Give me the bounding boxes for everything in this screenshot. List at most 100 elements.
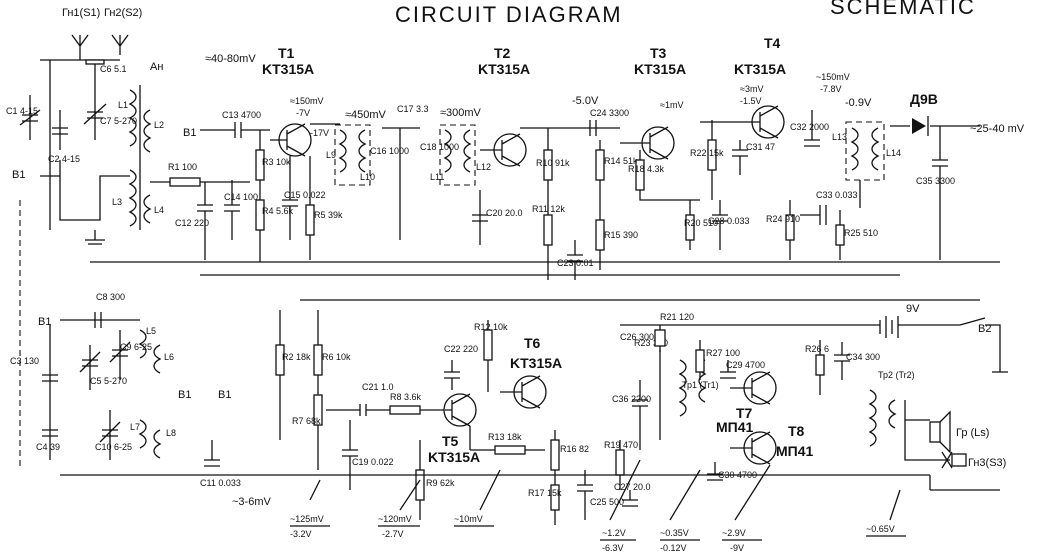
svg-text:9V: 9V — [906, 303, 920, 315]
svg-text:C35 3300: C35 3300 — [916, 176, 955, 186]
antenna-s1: Гн1(S1) — [62, 7, 100, 60]
svg-text:~2.9V: ~2.9V — [722, 528, 746, 538]
output-stage: C36 2200 R19 470 C27 20.0 Тр1 (Tr1) C26 … — [604, 332, 915, 507]
svg-text:T7: T7 — [736, 405, 753, 421]
detector-stage: L13 L14 -0.9V Д9В C33 0.033 R25 510 C35 … — [800, 91, 1025, 260]
svg-text:-6.3V: -6.3V — [602, 543, 624, 553]
svg-text:R24 910: R24 910 — [766, 214, 800, 224]
svg-text:Ан: Ан — [150, 61, 163, 73]
svg-text:L5: L5 — [146, 326, 156, 336]
power-supply: 9V B2 R21 120 — [620, 303, 1008, 461]
svg-text:~1.2V: ~1.2V — [602, 528, 626, 538]
svg-text:~120mV: ~120mV — [378, 514, 412, 524]
t3-stage: T3 KT315A ≈1mV R18 4.3k R20 510 C28 0.03… — [620, 45, 750, 250]
svg-text:R3 10k: R3 10k — [262, 157, 291, 167]
svg-text:≈300mV: ≈300mV — [440, 107, 482, 119]
svg-text:≈3mV: ≈3mV — [740, 84, 763, 94]
svg-text:-1.5V: -1.5V — [740, 96, 762, 106]
svg-text:~0.65V: ~0.65V — [866, 524, 895, 534]
svg-text:B1: B1 — [183, 127, 196, 139]
svg-text:~10mV: ~10mV — [454, 514, 483, 524]
svg-text:Гн1(S1): Гн1(S1) — [62, 7, 100, 19]
svg-text:C29 4700: C29 4700 — [726, 360, 765, 370]
svg-text:R12 10k: R12 10k — [474, 322, 508, 332]
if-transformer-1: L9 ≈450mV C16 1000 L10 C17 3.3 — [310, 104, 429, 240]
svg-text:R5 39k: R5 39k — [314, 210, 343, 220]
svg-text:C22 220: C22 220 — [444, 344, 478, 354]
svg-text:R27 100: R27 100 — [706, 348, 740, 358]
svg-text:T5: T5 — [442, 433, 459, 449]
svg-text:≈1mV: ≈1mV — [660, 100, 683, 110]
svg-text:R1 100: R1 100 — [168, 162, 197, 172]
antenna-s2: Гн2(S2) — [104, 7, 142, 55]
svg-text:C33 0.033: C33 0.033 — [816, 190, 858, 200]
svg-text:L10: L10 — [360, 172, 375, 182]
svg-text:R15 390: R15 390 — [604, 230, 638, 240]
if-transformer-2: C18 1000 L11 ≈300mV L12 T2 KT315A C20 20… — [420, 45, 530, 245]
svg-text:L4: L4 — [154, 205, 164, 215]
svg-text:Д9В: Д9В — [910, 91, 938, 107]
svg-text:KT315A: KT315A — [634, 61, 686, 77]
svg-text:R9 62k: R9 62k — [426, 478, 455, 488]
svg-text:T4: T4 — [764, 35, 781, 51]
svg-text:L3: L3 — [112, 197, 122, 207]
svg-text:R8 3.6k: R8 3.6k — [390, 392, 422, 402]
svg-text:~150mV: ~150mV — [816, 72, 850, 82]
t2-bias: -5.0V R10 91k R11 12k C23 0.01 C24 3300 … — [520, 95, 638, 280]
signal-bus-lines — [200, 274, 980, 301]
svg-text:B1: B1 — [218, 389, 231, 401]
svg-text:L13: L13 — [832, 132, 847, 142]
svg-text:R2 18k: R2 18k — [282, 352, 311, 362]
svg-text:~25-40 mV: ~25-40 mV — [970, 123, 1025, 135]
svg-text:C13 4700: C13 4700 — [222, 110, 261, 120]
svg-text:C20 20.0: C20 20.0 — [486, 208, 523, 218]
svg-text:B1: B1 — [38, 316, 51, 328]
svg-text:-5.0V: -5.0V — [572, 95, 599, 107]
t4-stage: T4 KT315A ≈3mV -1.5V R22 15k C31 47 R24 … — [690, 35, 850, 260]
svg-text:-7V: -7V — [296, 108, 310, 118]
svg-text:C9 6-25: C9 6-25 — [120, 342, 152, 352]
svg-text:C4 39: C4 39 — [36, 442, 60, 452]
t1-stage: B1 C13 4700 T1 KT315A ≈150mV -7V -17V R3… — [183, 45, 343, 262]
svg-text:C26 300: C26 300 — [620, 332, 654, 342]
svg-text:C15 0.022: C15 0.022 — [284, 190, 326, 200]
svg-text:-0.9V: -0.9V — [845, 97, 872, 109]
svg-text:L1: L1 — [118, 100, 128, 110]
svg-text:B1: B1 — [178, 389, 191, 401]
svg-text:KT315A: KT315A — [428, 449, 480, 465]
svg-text:C6 5.1: C6 5.1 — [100, 64, 127, 74]
svg-text:C5 5-270: C5 5-270 — [90, 376, 127, 386]
svg-text:-7.8V: -7.8V — [820, 84, 842, 94]
svg-text:C7 5-270: C7 5-270 — [100, 116, 137, 126]
svg-text:R10 91k: R10 91k — [536, 158, 570, 168]
svg-text:C27 20.0: C27 20.0 — [614, 482, 651, 492]
svg-text:L9: L9 — [326, 150, 336, 160]
svg-text:≈40-80mV: ≈40-80mV — [205, 53, 256, 65]
volume-stage: R2 18k R6 10k R7 68k — [275, 310, 360, 470]
svg-text:C19 0.022: C19 0.022 — [352, 457, 394, 467]
svg-text:C24 3300: C24 3300 — [590, 108, 629, 118]
svg-text:T8: T8 — [788, 423, 805, 439]
svg-text:C11 0.033: C11 0.033 — [200, 478, 241, 488]
svg-text:Тр1 (Tr1): Тр1 (Tr1) — [682, 380, 719, 390]
svg-text:≈150mV: ≈150mV — [290, 96, 323, 106]
svg-text:C8 300: C8 300 — [96, 292, 125, 302]
svg-text:C1 4-15: C1 4-15 — [6, 106, 38, 116]
svg-text:C23 0.01: C23 0.01 — [557, 258, 594, 268]
svg-text:T6: T6 — [524, 335, 541, 351]
svg-text:L12: L12 — [476, 162, 491, 172]
svg-text:C12 220: C12 220 — [175, 218, 209, 228]
svg-text:R18 4.3k: R18 4.3k — [628, 164, 665, 174]
svg-text:KT315A: KT315A — [734, 61, 786, 77]
svg-text:KT315A: KT315A — [262, 61, 314, 77]
svg-text:T1: T1 — [278, 45, 295, 61]
svg-text:L2: L2 — [154, 120, 164, 130]
svg-text:C10 6-25: C10 6-25 — [95, 442, 132, 452]
svg-text:B1: B1 — [12, 169, 25, 181]
svg-text:L8: L8 — [166, 428, 176, 438]
svg-text:~125mV: ~125mV — [290, 514, 324, 524]
input-band-bottom: B1 C8 300 C3 130 C5 5-270 C9 6-25 L5 L6 … — [10, 292, 271, 508]
svg-text:МП41: МП41 — [776, 443, 814, 459]
